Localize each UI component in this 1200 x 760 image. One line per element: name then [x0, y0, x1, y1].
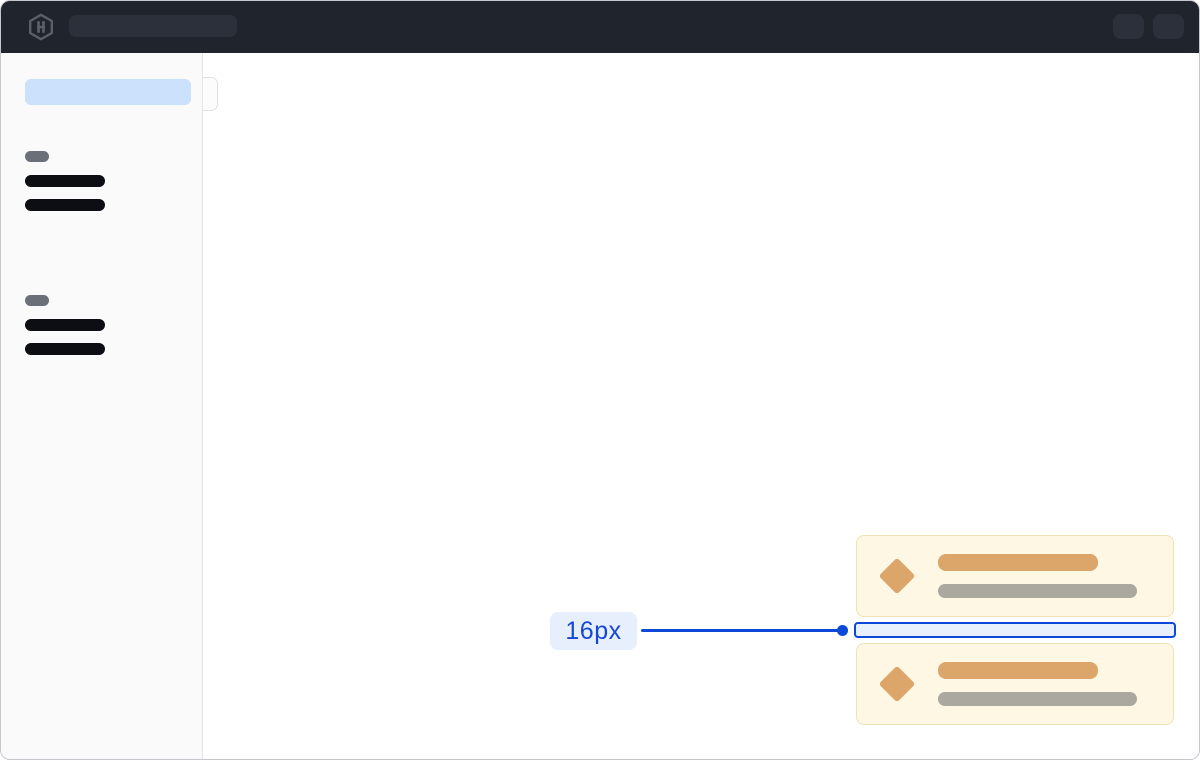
card-title-skeleton — [938, 554, 1098, 571]
annotation-connector-line — [641, 629, 839, 632]
card-subtitle-skeleton — [938, 584, 1137, 598]
card-subtitle-skeleton — [938, 692, 1137, 706]
sidebar-section-label-skeleton — [25, 295, 49, 306]
diamond-icon — [878, 665, 916, 703]
annotation-connector-dot — [837, 625, 848, 636]
sidebar-item-skeleton[interactable] — [25, 319, 105, 331]
topbar — [1, 1, 1199, 53]
topbar-action-skeleton-1[interactable] — [1113, 14, 1144, 39]
sidebar-collapse-tab[interactable] — [203, 77, 218, 111]
spacing-highlight-rect — [854, 622, 1176, 638]
sidebar — [1, 53, 203, 759]
main-content — [204, 53, 1199, 759]
topbar-search-skeleton[interactable] — [69, 15, 237, 37]
list-item-card[interactable] — [856, 535, 1174, 617]
diamond-icon — [878, 557, 916, 595]
spacing-label: 16px — [550, 612, 637, 650]
sidebar-item-skeleton[interactable] — [25, 343, 105, 355]
topbar-action-skeleton-2[interactable] — [1153, 14, 1184, 39]
card-title-skeleton — [938, 662, 1098, 679]
sidebar-item-skeleton[interactable] — [25, 199, 105, 211]
hashicorp-logo-icon — [29, 13, 53, 41]
list-item-card[interactable] — [856, 643, 1174, 725]
sidebar-section-label-skeleton — [25, 151, 49, 162]
sidebar-item-skeleton[interactable] — [25, 175, 105, 187]
sidebar-active-item-skeleton[interactable] — [25, 79, 191, 105]
